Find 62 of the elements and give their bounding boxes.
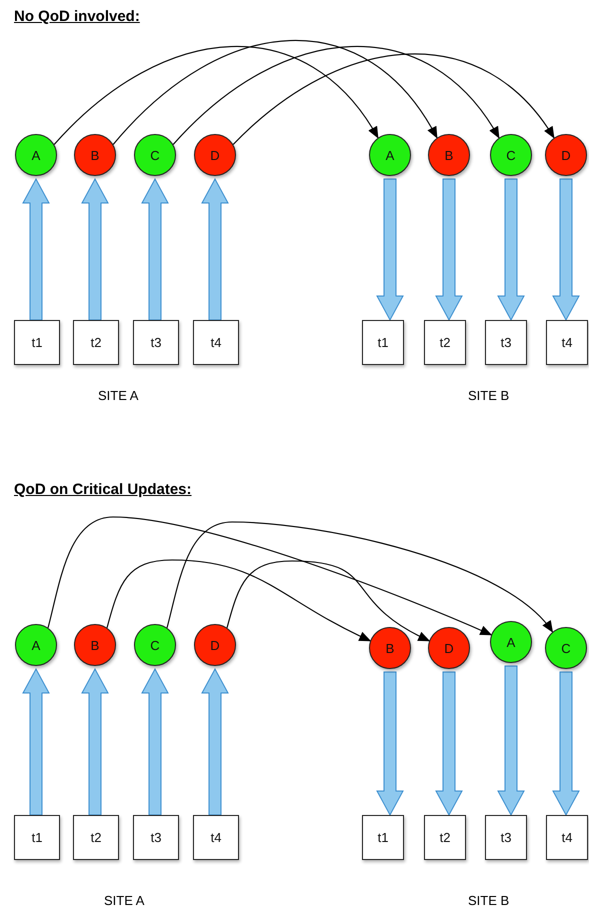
task-box: t3 [133, 320, 179, 365]
state-circle: C [490, 134, 532, 176]
task-box: t1 [14, 320, 60, 365]
task-box: t2 [424, 815, 466, 860]
task-box: t4 [193, 320, 239, 365]
section-heading: No QoD involved: [14, 8, 140, 25]
state-circle: A [15, 134, 57, 176]
task-box: t3 [485, 320, 527, 365]
block-arrow [201, 178, 229, 320]
state-circle: B [369, 627, 411, 669]
arrow [226, 560, 430, 642]
arrow [106, 559, 372, 642]
block-arrow [81, 178, 109, 320]
block-arrow [552, 178, 580, 322]
block-arrow [81, 668, 109, 816]
task-box: t4 [193, 815, 239, 860]
task-box: t4 [546, 815, 588, 860]
arrow [232, 54, 555, 145]
section-heading: QoD on Critical Updates: [14, 481, 192, 498]
task-box: t1 [14, 815, 60, 860]
task-box: t2 [424, 320, 466, 365]
task-box: t1 [362, 815, 404, 860]
block-arrow [497, 178, 525, 322]
task-box: t3 [485, 815, 527, 860]
site-label: SITE A [98, 388, 138, 403]
state-circle: B [74, 624, 116, 666]
block-arrow [552, 672, 580, 816]
task-box: t1 [362, 320, 404, 365]
block-arrow [376, 672, 404, 816]
state-circle: C [545, 627, 587, 669]
state-circle: D [194, 624, 236, 666]
block-arrow [435, 672, 463, 816]
arrow [166, 521, 554, 633]
block-arrow [22, 668, 50, 816]
block-arrow [376, 178, 404, 322]
block-arrow [201, 668, 229, 816]
block-arrow [497, 666, 525, 816]
block-arrow [141, 178, 169, 320]
arrow [112, 40, 438, 145]
state-circle: D [428, 627, 470, 669]
state-circle: B [74, 134, 116, 176]
state-circle: A [15, 624, 57, 666]
task-box: t4 [546, 320, 588, 365]
site-label: SITE A [104, 893, 144, 908]
task-box: t2 [73, 320, 119, 365]
state-circle: A [490, 621, 532, 663]
arrow [54, 46, 378, 145]
site-label: SITE B [468, 893, 510, 908]
block-arrow [22, 178, 50, 320]
state-circle: D [545, 134, 587, 176]
site-label: SITE B [468, 388, 510, 403]
block-arrow [141, 668, 169, 816]
state-circle: C [134, 134, 176, 176]
task-box: t3 [133, 815, 179, 860]
state-circle: D [194, 134, 236, 176]
state-circle: B [428, 134, 470, 176]
arrow [172, 46, 500, 145]
block-arrow [435, 178, 463, 322]
task-box: t2 [73, 815, 119, 860]
state-circle: A [369, 134, 411, 176]
state-circle: C [134, 624, 176, 666]
arrow [48, 516, 492, 636]
